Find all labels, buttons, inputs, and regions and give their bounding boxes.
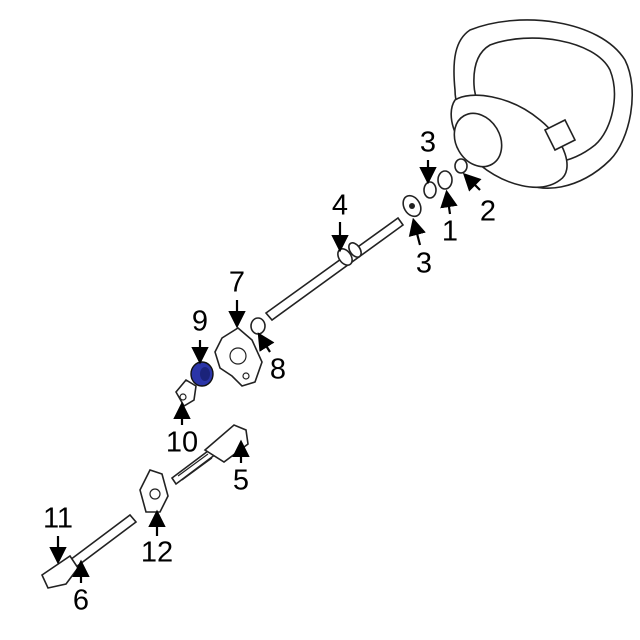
part-4-shaft <box>250 216 405 335</box>
callout-7: 7 <box>228 266 246 299</box>
part-1-2-3-group <box>402 158 468 218</box>
part-7-housing <box>214 327 263 387</box>
callout-arrows <box>49 160 482 583</box>
callout-12: 12 <box>140 536 174 569</box>
callout-3-top: 3 <box>419 126 437 159</box>
part-5-shaft <box>170 424 249 486</box>
callout-4: 4 <box>331 189 349 222</box>
steering-wheel <box>450 19 633 189</box>
callout-1: 1 <box>441 215 459 248</box>
part-9-highlighted <box>190 361 214 387</box>
callout-8: 8 <box>269 353 287 386</box>
callout-11: 11 <box>42 502 74 535</box>
callout-2: 2 <box>479 195 497 228</box>
part-10 <box>175 378 197 408</box>
callout-10: 10 <box>165 426 199 459</box>
callout-6: 6 <box>72 584 90 617</box>
callout-5: 5 <box>232 464 250 497</box>
callout-9: 9 <box>191 305 209 338</box>
part-6-lower-shaft <box>40 513 138 589</box>
part-12-bracket <box>139 469 169 513</box>
callout-3-bottom: 3 <box>415 247 433 280</box>
